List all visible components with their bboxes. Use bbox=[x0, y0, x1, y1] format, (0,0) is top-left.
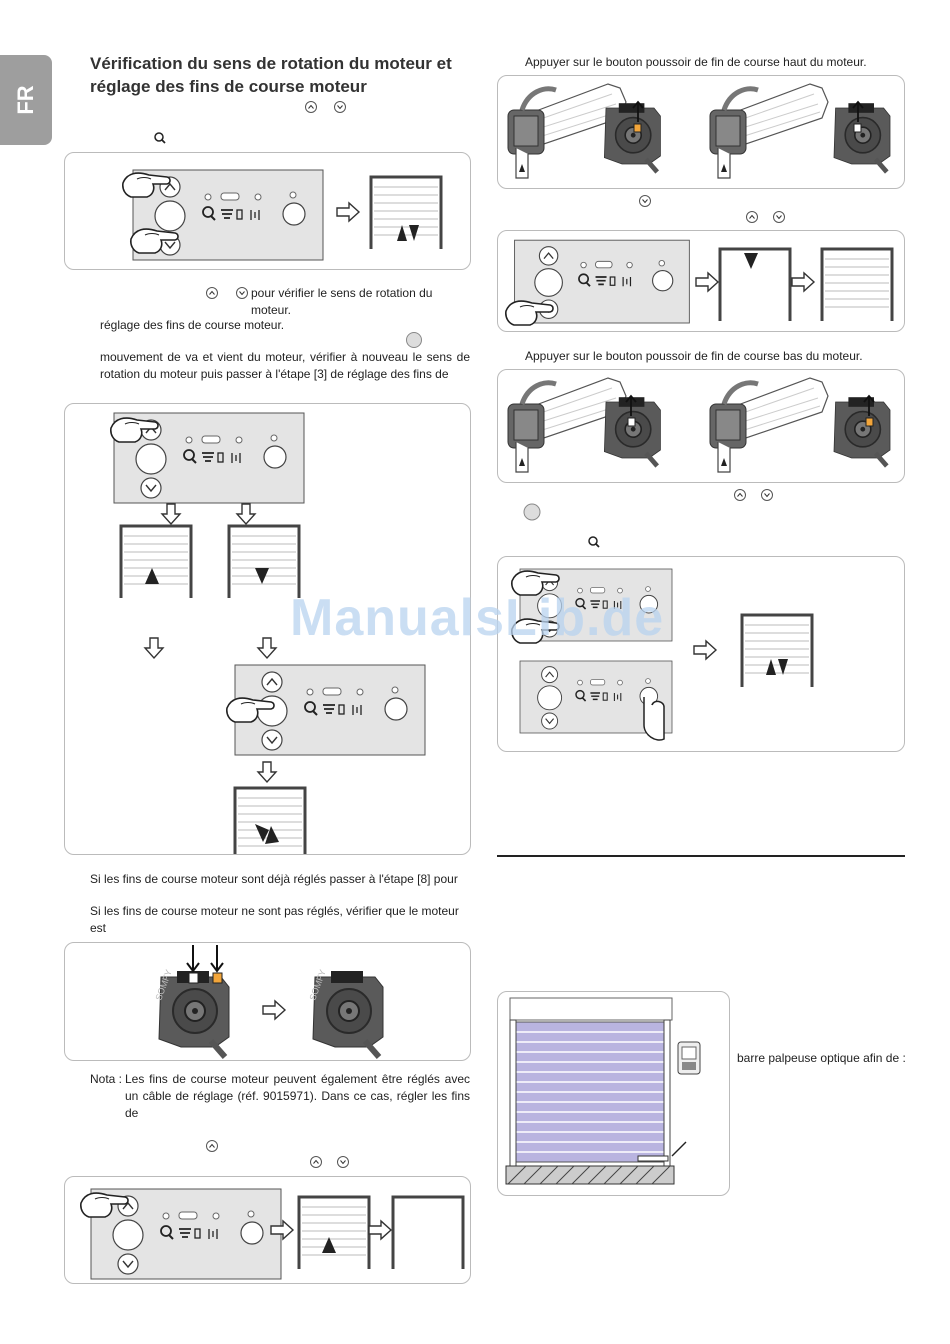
roller-box bbox=[509, 997, 673, 1021]
figure-panel-direction-drawing bbox=[110, 412, 426, 854]
right-arrow-icon bbox=[693, 640, 717, 660]
control-panel bbox=[234, 664, 426, 756]
motor-icon bbox=[834, 397, 890, 466]
rotation-arrow-icon bbox=[519, 86, 557, 111]
page-title: Vérification du sens de rotation du mote… bbox=[90, 54, 452, 96]
nota-text: Les fins de course moteur peuvent égalem… bbox=[125, 1072, 470, 1120]
motor-icon bbox=[834, 103, 890, 172]
up-arrow-icon bbox=[145, 568, 159, 584]
language-tab: FR bbox=[0, 55, 52, 145]
figure-panel-motor: SOMFY SOMFY bbox=[64, 942, 471, 1061]
door-icon bbox=[297, 1195, 371, 1271]
door-icon bbox=[233, 786, 307, 854]
down-button-icon bbox=[639, 195, 651, 207]
down-arrow-icon bbox=[257, 761, 277, 783]
text-safety-edge: barre palpeuse optique afin de : bbox=[737, 1051, 906, 1065]
text-press-top-limit: Appuyer sur le bouton poussoir de fin de… bbox=[525, 55, 867, 69]
up-down-button-icons bbox=[206, 287, 248, 299]
up-down-button-icons bbox=[310, 1156, 349, 1168]
down-arrow-icon bbox=[744, 253, 758, 269]
section-divider bbox=[497, 855, 905, 857]
limit-button-white bbox=[627, 417, 636, 427]
text-press-bottom-limit: Appuyer sur le bouton poussoir de fin de… bbox=[525, 349, 863, 363]
text-limits-not-set: Si les fins de course moteur ne sont pas… bbox=[90, 904, 459, 935]
motor-icon bbox=[159, 971, 229, 1057]
figure-panel-step1 bbox=[64, 152, 471, 270]
magnifier-icon bbox=[588, 536, 600, 548]
text-back-forth: mouvement de va et vient du moteur, véri… bbox=[100, 350, 470, 381]
limit-button-orange bbox=[865, 417, 874, 427]
up-arrow-icon bbox=[852, 100, 864, 122]
figure-panel-bottom-limit-drawing bbox=[507, 377, 904, 473]
watermark: ManualsLib.de bbox=[290, 589, 665, 647]
door-icon bbox=[820, 247, 894, 323]
limit-button-white bbox=[853, 123, 862, 133]
figure-panel-down-run-drawing bbox=[505, 239, 894, 326]
grey-button-icon bbox=[406, 332, 422, 348]
right-arrow-icon bbox=[695, 272, 719, 292]
figure-panel-up-limit-drawing bbox=[80, 1188, 465, 1280]
door-open-icon bbox=[391, 1195, 465, 1271]
up-down-button-icons bbox=[746, 211, 785, 223]
door-icon bbox=[740, 613, 814, 689]
down-arrow-icon bbox=[257, 637, 277, 659]
figure-panel-confirm bbox=[497, 556, 905, 752]
up-arrow-icon bbox=[625, 394, 637, 416]
door-icon bbox=[227, 524, 301, 600]
up-down-arrows-icon bbox=[397, 225, 419, 241]
right-arrow-icon bbox=[336, 202, 360, 222]
up-down-button-icons bbox=[734, 489, 773, 501]
text-check-rotation: pour vérifier le sens de rotation du mot… bbox=[251, 286, 433, 317]
limit-button-orange bbox=[212, 972, 223, 984]
right-arrow-icon bbox=[262, 1000, 286, 1020]
figure-panel-top-limit bbox=[497, 75, 905, 189]
limit-button-orange bbox=[633, 123, 642, 133]
rotation-arrow-icon bbox=[519, 380, 557, 405]
text-limit-setting: réglage des fins de course moteur. bbox=[100, 318, 285, 332]
up-arrow-icon bbox=[632, 100, 644, 122]
motor-icon bbox=[313, 971, 383, 1057]
figure-panel-up-limit bbox=[64, 1176, 471, 1284]
text-limits-already-set: Si les fins de course moteur sont déjà r… bbox=[90, 872, 458, 886]
up-down-arrows-icon bbox=[766, 659, 788, 675]
figure-panel-down-run bbox=[497, 230, 905, 332]
figure-panel-bottom-limit bbox=[497, 369, 905, 483]
down-arrow-icon bbox=[210, 945, 224, 973]
magnifier-icon bbox=[154, 132, 166, 144]
down-arrow-icon bbox=[236, 503, 256, 525]
grey-button-icon bbox=[523, 503, 541, 521]
motor-icon bbox=[604, 103, 660, 172]
up-button-icon bbox=[206, 1140, 218, 1152]
figure-panel-safety-edge bbox=[497, 991, 730, 1196]
hand-icon bbox=[643, 697, 665, 741]
down-arrow-icon bbox=[255, 568, 269, 584]
rotation-arrow-icon bbox=[721, 86, 759, 111]
up-arrow-icon bbox=[322, 1237, 336, 1253]
nota-label: Nota : bbox=[90, 1072, 123, 1086]
right-arrow-icon bbox=[791, 272, 815, 292]
figure-panel-top-limit-drawing bbox=[507, 83, 904, 179]
up-down-button-icons bbox=[305, 101, 346, 113]
down-arrow-icon bbox=[186, 945, 200, 973]
figure-panel-motor-drawing: SOMFY SOMFY bbox=[153, 945, 470, 1060]
language-tab-label: FR bbox=[13, 85, 38, 115]
rotation-arrow-icon bbox=[721, 380, 759, 405]
up-down-arrows-icon bbox=[255, 824, 279, 844]
figure-panel-direction bbox=[64, 403, 471, 855]
figure-panel-confirm-drawing bbox=[511, 568, 814, 741]
right-arrow-icon bbox=[368, 1220, 392, 1240]
down-arrow-icon bbox=[144, 637, 164, 659]
figure-panel-safety-edge-drawing bbox=[505, 997, 701, 1185]
limit-button-white bbox=[188, 972, 199, 984]
motor-icon bbox=[604, 397, 660, 466]
figure-panel-step1-drawing bbox=[122, 169, 443, 261]
pointer-arrow-icon bbox=[671, 1141, 687, 1157]
down-arrow-icon bbox=[161, 503, 181, 525]
optical-edge-sensor bbox=[637, 1155, 669, 1162]
door-icon bbox=[119, 524, 193, 600]
up-arrow-icon bbox=[863, 394, 875, 416]
